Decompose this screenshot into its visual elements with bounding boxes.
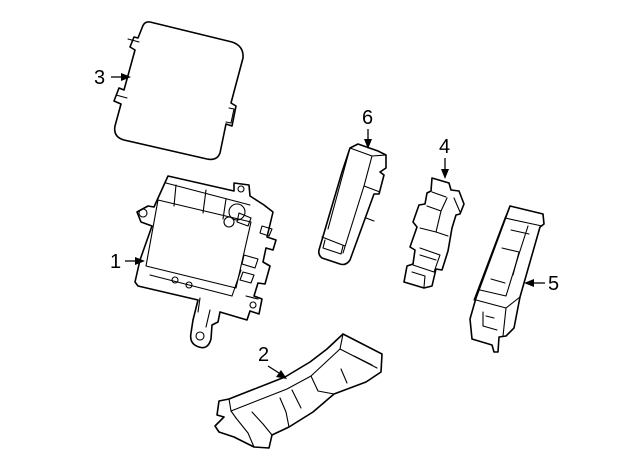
callout-3: 3 [94, 67, 131, 89]
arrow-icon [276, 370, 287, 379]
part-3-cover [113, 21, 244, 161]
callout-2: 2 [258, 344, 287, 379]
callout-5: 5 [524, 273, 559, 295]
part-2-tray [214, 333, 383, 449]
arrow-icon [364, 139, 372, 149]
part-1-module-bracket [134, 175, 277, 349]
callout-label-6: 6 [362, 107, 373, 129]
callout-1: 1 [110, 251, 145, 273]
callout-label-5: 5 [548, 273, 559, 295]
arrow-icon [441, 169, 449, 179]
callout-label-2: 2 [258, 344, 269, 366]
callout-4: 4 [439, 136, 450, 179]
callout-label-4: 4 [439, 136, 450, 158]
arrow-icon [135, 257, 145, 265]
part-5-housing [469, 205, 545, 353]
callout-label-3: 3 [94, 67, 105, 89]
part-6-relay [318, 143, 387, 266]
arrow-icon [524, 279, 534, 287]
arrow-icon [121, 73, 131, 81]
callout-label-1: 1 [110, 251, 121, 273]
callout-6: 6 [362, 107, 373, 149]
part-4-connector-holder [403, 177, 465, 289]
